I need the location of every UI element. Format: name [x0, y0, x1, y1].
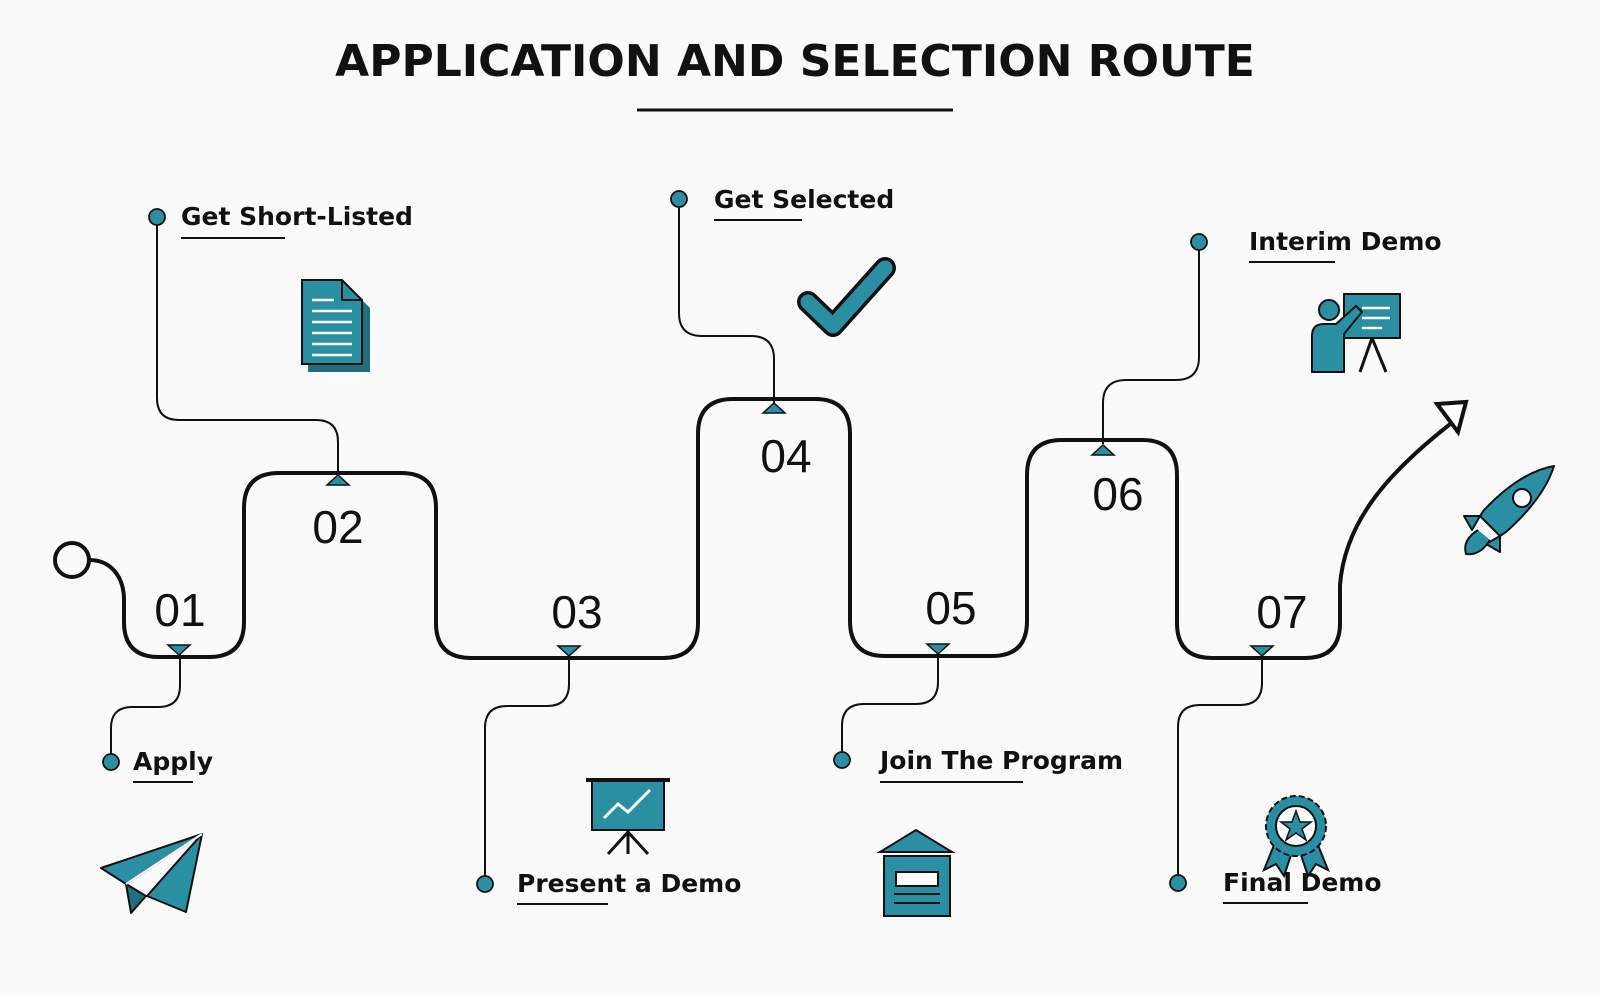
connector-01	[110, 652, 181, 762]
step-label-03: Present a Demo	[517, 869, 741, 898]
step-number-02: 02	[312, 501, 363, 553]
marker-06	[1090, 443, 1116, 456]
paper-plane-icon	[100, 833, 203, 914]
connector-06	[1102, 242, 1200, 444]
dot-03	[476, 875, 494, 893]
marker-04	[761, 401, 787, 414]
route-path	[53, 397, 1469, 660]
dot-06	[1190, 233, 1208, 251]
step-label-01: Apply	[133, 747, 213, 776]
dot-04	[670, 190, 688, 208]
presenter-icon	[1311, 293, 1401, 373]
step-number-05: 05	[925, 582, 976, 634]
presentation-board-icon	[586, 778, 670, 856]
route-markers	[166, 401, 1275, 658]
step-number-07: 07	[1256, 586, 1307, 638]
step-number-01: 01	[154, 584, 205, 636]
step-label-07: Final Demo	[1223, 868, 1382, 897]
step-number-03: 03	[551, 586, 602, 638]
step-number-04: 04	[760, 430, 811, 482]
dot-02	[148, 208, 166, 226]
connector-07	[1177, 652, 1263, 883]
step-label-02: Get Short-Listed	[181, 202, 413, 231]
arrow-head-icon	[1433, 399, 1469, 437]
step-label-06: Interim Demo	[1249, 227, 1442, 256]
checkmark-icon	[797, 257, 896, 337]
connector-02	[156, 217, 339, 475]
step-label-05: Join The Program	[878, 746, 1123, 775]
dot-05	[833, 751, 851, 769]
step-label-04: Get Selected	[714, 185, 894, 214]
marker-02	[325, 473, 351, 486]
document-icon	[301, 279, 370, 372]
connector-05	[841, 651, 939, 760]
label-dots	[102, 190, 1208, 893]
award-badge-icon	[1262, 795, 1330, 879]
page-title: APPLICATION AND SELECTION ROUTE	[335, 36, 1255, 87]
dot-01	[102, 753, 120, 771]
step-number-06: 06	[1092, 468, 1143, 520]
route-start-circle	[53, 541, 91, 579]
marker-03	[556, 645, 582, 658]
building-icon	[876, 828, 956, 917]
route-line	[88, 397, 1460, 660]
connectors	[110, 199, 1263, 884]
rocket-icon	[1463, 465, 1555, 556]
marker-01	[166, 644, 192, 657]
connector-03	[484, 652, 570, 884]
step-labels: Apply Get Short-Listed Present a Demo Ge…	[133, 185, 1442, 905]
dot-07	[1169, 874, 1187, 892]
step-numbers: 01 02 03 04 05 06 07	[154, 430, 1307, 638]
marker-05	[925, 643, 951, 656]
connector-04	[678, 199, 775, 403]
marker-07	[1249, 645, 1275, 658]
